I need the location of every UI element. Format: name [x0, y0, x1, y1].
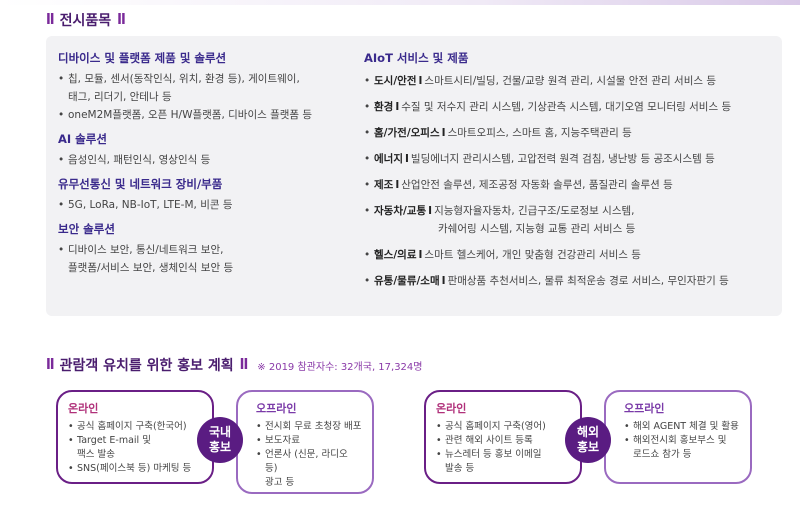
- domestic-offline-title: 오프라인: [256, 402, 297, 415]
- title-bars-left: ll: [46, 12, 55, 28]
- category-ai-solution: AI 솔루션: [58, 132, 107, 146]
- exhibit-section-title: ll 전시품목 ll: [46, 10, 126, 30]
- category-security-solution: 보안 솔루션: [58, 222, 115, 236]
- domestic-online-title: 온라인: [68, 402, 99, 415]
- title-bars-right: ll: [117, 12, 126, 28]
- title-bars-right: ll: [239, 357, 249, 373]
- list-item: 5G, LoRa, NB-IoT, LTE-M, 비콘 등: [58, 196, 378, 214]
- list-item: oneM2M플랫폼, 오픈 H/W플랫폼, 디바이스 플랫폼 등: [58, 106, 378, 124]
- domestic-online-box: 온라인 공식 홈페이지 구축(한국어) Target E-mail 및팩스 발송…: [56, 390, 214, 484]
- title-bars-left: ll: [46, 357, 55, 373]
- list-item: SNS(페이스북 등) 마케팅 등: [68, 462, 202, 476]
- list-item: 보도자료: [256, 434, 362, 448]
- list-item: 공식 홈페이지 구축(영어): [436, 420, 570, 434]
- list-item: 관련 해외 사이트 등록: [436, 434, 570, 448]
- list-item: Target E-mail 및팩스 발송: [68, 434, 202, 462]
- top-gradient-bar: [0, 0, 800, 5]
- domestic-offline-box: 오프라인 전시회 무료 초청장 배포 보도자료 언론사 (신문, 라디오 등)광…: [236, 390, 374, 494]
- category-devices-platform: 디바이스 및 플랫폼 제품 및 솔루션: [58, 51, 227, 65]
- list-item: 칩, 모듈, 센서(동작인식, 위치, 환경 등), 게이트웨이, 태그, 리더…: [58, 70, 378, 106]
- overseas-offline-title: 오프라인: [624, 402, 665, 415]
- list-item: 공식 홈페이지 구축(한국어): [68, 420, 202, 434]
- promo-title-text: 관람객 유치를 위한 홍보 계획: [59, 358, 234, 374]
- category-network-equipment: 유무선통신 및 네트워크 장비/부품: [58, 177, 223, 191]
- overseas-online-title: 온라인: [436, 402, 467, 415]
- exhibit-title-text: 전시품목: [59, 13, 112, 29]
- overseas-online-box: 온라인 공식 홈페이지 구축(영어) 관련 해외 사이트 등록 뉴스레터 등 홍…: [424, 390, 582, 484]
- list-item: 음성인식, 패턴인식, 영상인식 등: [58, 151, 378, 169]
- list-item: 전시회 무료 초청장 배포: [256, 420, 362, 434]
- exhibit-panel: 디바이스 및 플랫폼 제품 및 솔루션 칩, 모듈, 센서(동작인식, 위치, …: [46, 36, 782, 316]
- list-item: 디바이스 보안, 통신/네트워크 보안, 플랫폼/서비스 보안, 생체인식 보안…: [58, 241, 378, 277]
- category-aiot-service: AIoT 서비스 및 제품: [364, 51, 469, 65]
- promo-section-title: ll 관람객 유치를 위한 홍보 계획 ll ※ 2019 참관자수: 32개국…: [46, 355, 423, 375]
- visitor-count-note: ※ 2019 참관자수: 32개국, 17,324명: [257, 361, 423, 373]
- exhibit-left-column: 디바이스 및 플랫폼 제품 및 솔루션 칩, 모듈, 센서(동작인식, 위치, …: [58, 50, 378, 277]
- list-item: 해외 AGENT 체결 및 활용: [624, 420, 740, 434]
- list-item: 언론사 (신문, 라디오 등)광고 등: [256, 448, 362, 490]
